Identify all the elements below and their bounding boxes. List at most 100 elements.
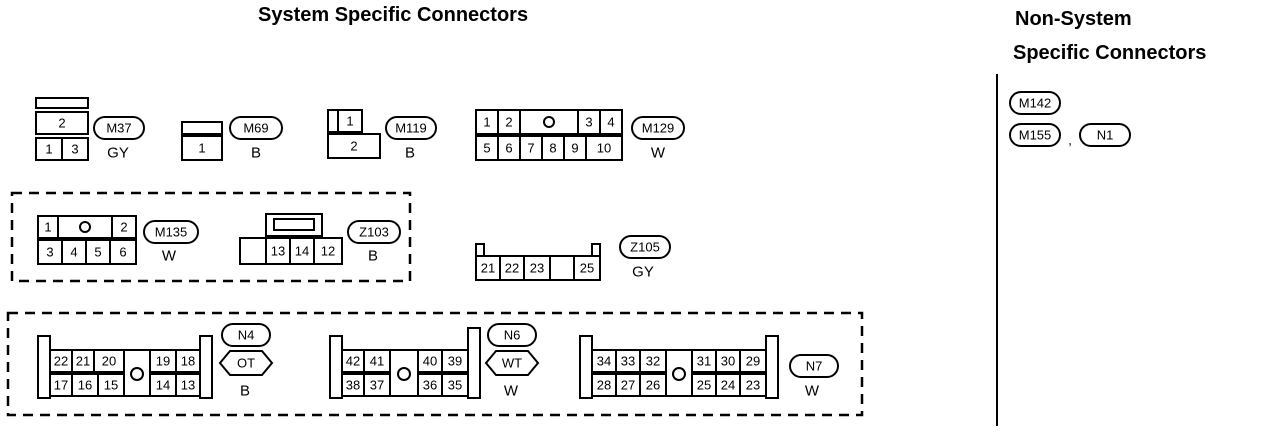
pin-cell [175,373,201,397]
pin-label: 34 [597,354,611,369]
wire-color: W [162,248,177,265]
connector-id-badge [385,116,437,140]
connector-id: N6 [504,328,521,343]
pin-label: 10 [597,141,611,156]
pin-cell [573,255,601,281]
pin-cell [289,237,315,265]
nonsystem-connectors-title-line1: Non-System [1015,8,1132,30]
key-circle [543,116,555,128]
connector-id-badge [1009,91,1061,115]
pin-label: 28 [597,378,611,393]
connector-id: N4 [238,328,255,343]
pin-cell [181,135,223,161]
key-circle [672,367,686,381]
pin-label: 7 [527,141,534,156]
pin-label: 35 [448,378,462,393]
key-circle [79,221,91,233]
pin-label: 6 [119,245,126,260]
pin-cell [639,373,667,397]
connector-n6: 42 41 40 39 38 37 36 35 N6 WT W [329,323,540,400]
pin-label: 30 [721,354,735,369]
pin-label: 13 [271,244,285,259]
pin-cell [639,349,667,373]
connector-tab [475,243,485,257]
pin-cell [441,373,469,397]
wire-color: W [651,145,666,162]
pin-label: 15 [104,378,118,393]
connector-flange [467,327,481,399]
pin-label: 13 [181,378,195,393]
pin-label: 41 [370,354,384,369]
pin-label: 33 [621,354,635,369]
connector-id-badge [789,354,839,378]
connector-m135: 1 2 3 4 5 6 M135 W [37,215,199,265]
terminal-tag-hexagon [218,350,274,376]
connector-id: M69 [243,121,268,136]
pin-cell [523,255,551,281]
pin-label: 4 [70,245,77,260]
connector-m119: 1 2 M119 B [327,109,437,162]
connector-id: Z105 [630,240,660,255]
connector-housing [239,237,267,265]
terminal-tag: WT [502,356,522,371]
connector-id-badge [221,323,271,347]
connector-flange [199,335,213,399]
pin-label: 22 [54,354,68,369]
pin-label: 26 [646,378,660,393]
connector-flange [765,335,779,399]
connector-id: N1 [1097,128,1114,143]
pin-label: 42 [346,354,360,369]
pin-label: 2 [350,139,357,154]
pin-label: 31 [697,354,711,369]
connector-id: M129 [642,121,675,136]
pin-cell [109,239,137,265]
pin-label: 8 [549,141,556,156]
pin-label: 37 [370,378,384,393]
pin-label: 23 [530,261,544,276]
dashed-group-m135-z103 [10,191,412,283]
connector-id: M135 [155,225,188,240]
pin-label: 25 [580,261,594,276]
pin-label: 25 [697,378,711,393]
pin-label: 1 [346,114,353,129]
pin-label: 22 [505,261,519,276]
wire-color: GY [107,145,129,162]
pin-label: 36 [423,378,437,393]
connector-id-badge [631,116,685,140]
pin-label: 4 [607,115,614,130]
pin-label: 40 [423,354,437,369]
connector-id-badge [487,323,537,347]
wire-color: B [240,383,250,400]
connector-id: Z103 [359,225,389,240]
connector-z105: 21 22 23 25 Z105 GY [475,235,671,281]
pin-label: 14 [295,244,309,259]
pin-label: 21 [76,354,90,369]
pin-label: 9 [571,141,578,156]
pin-cell [585,135,623,161]
pin-cell [739,349,767,373]
connector-housing [327,109,339,133]
pin-cell [599,109,623,135]
wire-color: B [368,248,378,265]
pin-label: 2 [505,115,512,130]
pin-cell [313,237,343,265]
pin-cell [175,349,201,373]
pin-cell [37,239,63,265]
pin-label: 1 [483,115,490,130]
key-circle [130,367,144,381]
system-connectors-title: System Specific Connectors [258,4,529,26]
list-separator: , [1068,133,1072,148]
pin-label: 2 [120,220,127,235]
connector-id-badge [1079,123,1131,147]
connector-id-badge [619,235,671,259]
pin-cell [337,109,363,133]
pin-label: 6 [505,141,512,156]
pin-cell [93,349,125,373]
connector-latch-window [273,218,315,231]
pin-cell [35,111,89,135]
dashed-group-n4-n6-n7 [6,311,864,417]
connector-id: M119 [395,121,427,136]
pin-label: 20 [102,354,116,369]
wire-color: B [251,145,261,162]
pin-label: 1 [198,141,205,156]
